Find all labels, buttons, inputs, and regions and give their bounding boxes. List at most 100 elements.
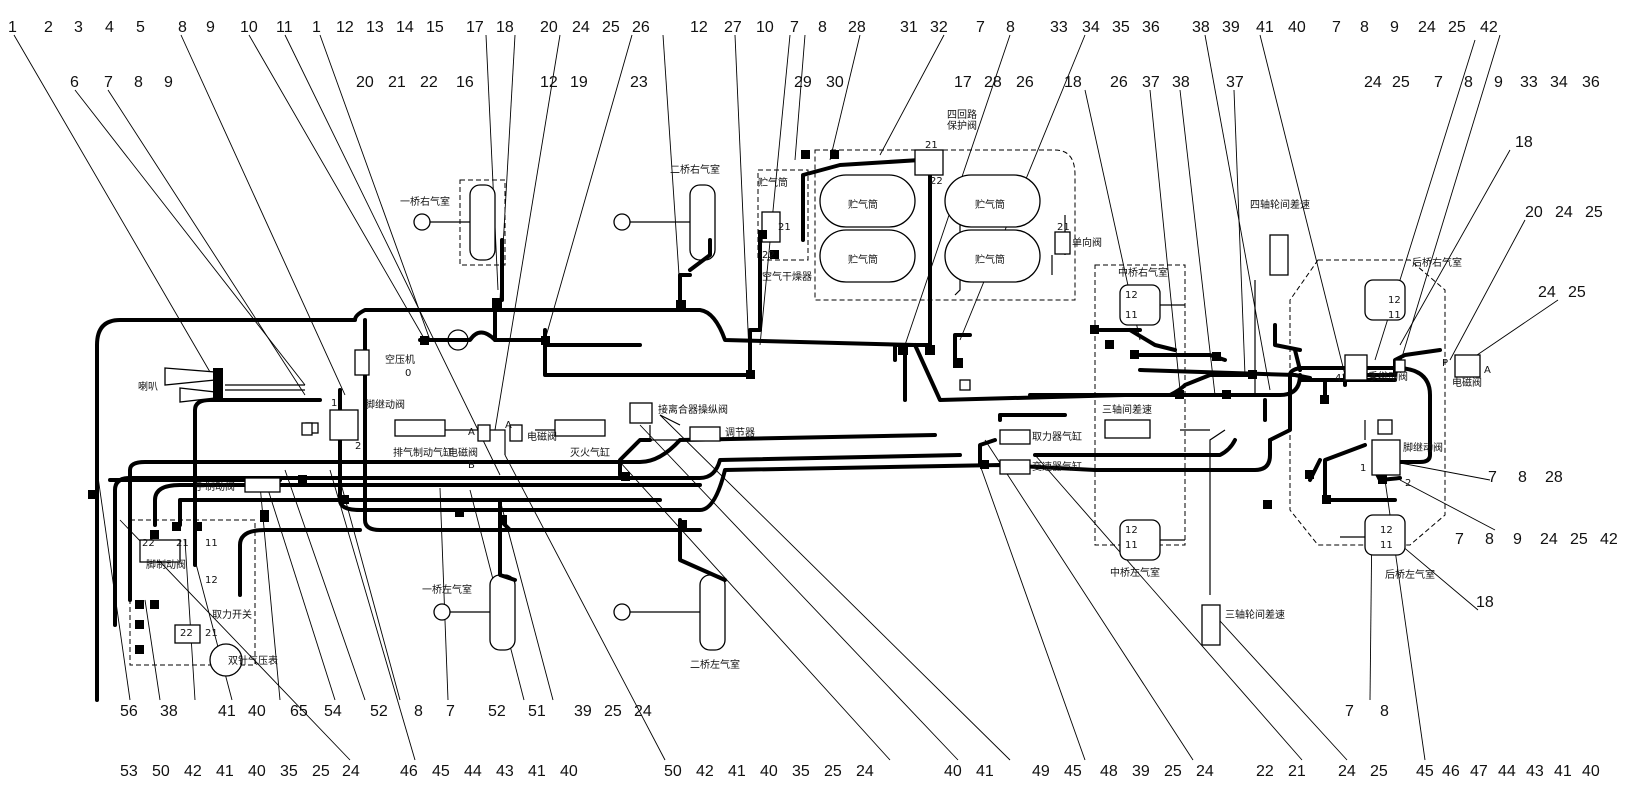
label-top-16: 20 — [540, 19, 558, 36]
label-axle1-left: 一桥左气室 — [422, 585, 472, 596]
label-right-1: 20 — [1525, 204, 1543, 221]
label-b2-36: 44 — [1498, 763, 1516, 780]
label-b2-22: 41 — [976, 763, 994, 780]
brake-valve-body — [139, 539, 181, 563]
label-top-34: 38 — [1192, 19, 1210, 36]
gearbox-cylinder-body — [999, 459, 1031, 475]
tank-frame — [814, 149, 1076, 301]
port-11-mid-r: 11 — [1125, 310, 1138, 321]
label-b2-10: 44 — [464, 763, 482, 780]
label-b2-27: 25 — [1164, 763, 1182, 780]
label-top-0: 1 — [8, 19, 17, 36]
label-right-8: 28 — [1545, 469, 1563, 486]
tank-2 — [819, 229, 916, 283]
foot-relay2-body — [1371, 439, 1401, 476]
label-top-20: 12 — [690, 19, 708, 36]
port-12-brake: 12 — [205, 575, 218, 586]
label-right-9: 7 — [1455, 531, 1464, 548]
label-b1-8: 7 — [446, 703, 455, 720]
label-r2-14: 28 — [984, 74, 1002, 91]
tank-4 — [944, 229, 1041, 283]
label-axle4-wheel-diff: 四轴轮间差速 — [1250, 200, 1310, 211]
pto-switch-body — [174, 624, 201, 644]
label-r2-7: 16 — [456, 74, 474, 91]
port-a-sol3: A — [1484, 365, 1491, 376]
label-b1-9: 52 — [488, 703, 506, 720]
label-compressor: 空压机 — [385, 355, 415, 366]
label-tank-2: 贮气筒 — [848, 255, 878, 266]
label-top-10: 12 — [336, 19, 354, 36]
label-b2-6: 25 — [312, 763, 330, 780]
port-2: 2 — [355, 441, 362, 452]
label-top-9: 1 — [312, 19, 321, 36]
label-b2-26: 39 — [1132, 763, 1150, 780]
label-r2-1: 7 — [104, 74, 113, 91]
label-r2-13: 17 — [954, 74, 972, 91]
label-top-39: 8 — [1360, 19, 1369, 36]
label-top-43: 42 — [1480, 19, 1498, 36]
label-right-13: 25 — [1570, 531, 1588, 548]
port-1: 1 — [331, 398, 338, 409]
axle3-wheel-diff-body — [1201, 604, 1221, 646]
label-r2-21: 24 — [1364, 74, 1382, 91]
foot-relay-valve-body — [329, 409, 359, 441]
solenoid2-body — [509, 424, 523, 442]
four-circuit-valve — [914, 149, 944, 176]
label-b2-31: 24 — [1338, 763, 1356, 780]
label-b2-13: 40 — [560, 763, 578, 780]
port-12-rear-l: 12 — [1380, 525, 1393, 536]
label-b2-39: 40 — [1582, 763, 1600, 780]
label-top-2: 3 — [74, 19, 83, 36]
port-41: 41 — [1335, 373, 1348, 384]
label-b2-23: 49 — [1032, 763, 1050, 780]
port-2-relay2: 2 — [1405, 478, 1412, 489]
port-21-four: 21 — [925, 140, 938, 151]
port-21-dryer: 21 — [778, 222, 791, 233]
label-top-17: 24 — [572, 19, 590, 36]
label-right-2: 24 — [1555, 204, 1573, 221]
port-42: 42 — [1370, 372, 1383, 383]
label-r2-17: 26 — [1110, 74, 1128, 91]
gauge-body — [209, 643, 243, 677]
label-top-14: 17 — [466, 19, 484, 36]
label-b2-7: 24 — [342, 763, 360, 780]
label-b1-12: 25 — [604, 703, 622, 720]
label-top-15: 18 — [496, 19, 514, 36]
label-r2-19: 38 — [1172, 74, 1190, 91]
label-right-11: 9 — [1513, 531, 1522, 548]
label-b2-33: 45 — [1416, 763, 1434, 780]
label-four-circuit: 四回路保护阀 — [947, 110, 977, 132]
label-top-28: 7 — [976, 19, 985, 36]
cab-frame — [129, 519, 256, 666]
label-top-33: 36 — [1142, 19, 1160, 36]
label-b2-5: 35 — [280, 763, 298, 780]
label-r2-12: 30 — [826, 74, 844, 91]
port-a-sol2: A — [505, 420, 512, 431]
label-top-41: 24 — [1418, 19, 1436, 36]
label-b2-1: 50 — [152, 763, 170, 780]
label-axle3-diff: 三轴间差速 — [1102, 405, 1152, 416]
label-b2-3: 41 — [216, 763, 234, 780]
label-b2-20: 24 — [856, 763, 874, 780]
port-11-rear-r: 11 — [1388, 310, 1401, 321]
label-rear-left: 后桥左气室 — [1385, 570, 1435, 581]
label-b2-37: 43 — [1526, 763, 1544, 780]
label-mid-right: 中桥右气室 — [1118, 268, 1168, 279]
label-b2-35: 47 — [1470, 763, 1488, 780]
label-b2-8: 46 — [400, 763, 418, 780]
port-1-relay2: 1 — [1360, 463, 1367, 474]
regulator-body — [689, 426, 721, 442]
fittings — [88, 150, 1387, 654]
label-top-22: 10 — [756, 19, 774, 36]
port-11-rear-l: 11 — [1380, 540, 1393, 551]
label-b2-19: 25 — [824, 763, 842, 780]
label-b2-18: 35 — [792, 763, 810, 780]
label-top-11: 13 — [366, 19, 384, 36]
label-b2-38: 41 — [1554, 763, 1572, 780]
label-r2-2: 8 — [134, 74, 143, 91]
label-r2-28: 36 — [1582, 74, 1600, 91]
label-foot-valve: 脚继动阀 — [365, 400, 405, 411]
label-top-21: 27 — [724, 19, 742, 36]
label-solenoid3: 电磁阀 — [1452, 378, 1482, 389]
label-small-tank: 贮气筒 — [758, 178, 788, 189]
